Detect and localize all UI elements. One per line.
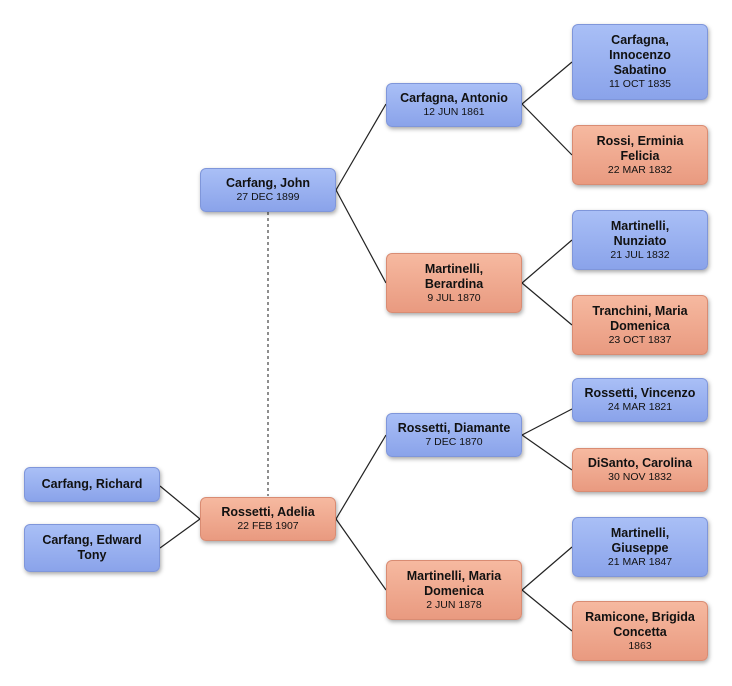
person-rossetti-adelia[interactable]: Rossetti, Adelia 22 FEB 1907 [200, 497, 336, 541]
person-name: Tranchini, Maria Domenica [592, 303, 688, 333]
person-date: 22 FEB 1907 [237, 520, 299, 532]
person-date: 9 JUL 1870 [427, 291, 481, 304]
person-date: 1863 [628, 639, 652, 652]
person-date: 12 JUN 1861 [423, 106, 485, 118]
person-date: 24 MAR 1821 [607, 401, 673, 413]
person-martinelli-giuseppe[interactable]: Martinelli, Giuseppe 21 MAR 1847 [572, 517, 708, 577]
person-date: 23 OCT 1837 [608, 333, 672, 346]
person-ramicone-brigida-concetta[interactable]: Ramicone, Brigida Concetta 1863 [572, 601, 708, 661]
person-name: Martinelli, Nunziato [610, 218, 670, 248]
person-martinelli-berardina[interactable]: Martinelli, Berardina 9 JUL 1870 [386, 253, 522, 313]
person-martinelli-maria-domenica[interactable]: Martinelli, Maria Domenica 2 JUN 1878 [386, 560, 522, 620]
person-date: 27 DEC 1899 [236, 191, 300, 203]
person-martinelli-nunziato[interactable]: Martinelli, Nunziato 21 JUL 1832 [572, 210, 708, 270]
person-name: DiSanto, Carolina [587, 456, 693, 470]
person-carfang-edward-tony[interactable]: Carfang, Edward Tony [24, 524, 160, 572]
person-name: Carfagna, Antonio [400, 91, 508, 105]
person-name: Rossi, Erminia Felicia [596, 133, 684, 163]
person-date: 2 JUN 1878 [426, 598, 482, 611]
person-tranchini-maria-domenica[interactable]: Tranchini, Maria Domenica 23 OCT 1837 [572, 295, 708, 355]
person-name: Carfagna, Innocenzo Sabatino [609, 33, 671, 77]
person-date: 22 MAR 1832 [607, 163, 673, 176]
person-carfagna-innocenzo-sabatino[interactable]: Carfagna, Innocenzo Sabatino 11 OCT 1835 [572, 24, 708, 100]
person-date: 21 JUL 1832 [610, 248, 670, 261]
person-rossetti-diamante[interactable]: Rossetti, Diamante 7 DEC 1870 [386, 413, 522, 457]
person-date: 11 OCT 1835 [608, 78, 672, 90]
person-rossi-erminia-felicia[interactable]: Rossi, Erminia Felicia 22 MAR 1832 [572, 125, 708, 185]
person-carfagna-antonio[interactable]: Carfagna, Antonio 12 JUN 1861 [386, 83, 522, 127]
person-date: 21 MAR 1847 [607, 555, 673, 568]
person-date: 7 DEC 1870 [425, 436, 483, 448]
person-rossetti-vincenzo[interactable]: Rossetti, Vincenzo 24 MAR 1821 [572, 378, 708, 422]
person-carfang-richard[interactable]: Carfang, Richard [24, 467, 160, 502]
person-name: Carfang, Richard [41, 477, 143, 491]
person-name: Ramicone, Brigida Concetta [585, 609, 695, 639]
person-name: Carfang, John [225, 176, 311, 190]
person-name: Rossetti, Diamante [397, 421, 511, 435]
person-carfang-john[interactable]: Carfang, John 27 DEC 1899 [200, 168, 336, 212]
person-name: Rossetti, Adelia [221, 505, 315, 519]
person-name: Carfang, Edward Tony [42, 533, 142, 562]
person-name: Rossetti, Vincenzo [584, 386, 696, 400]
person-name: Martinelli, Maria Domenica [406, 568, 502, 598]
person-name: Martinelli, Berardina [424, 261, 484, 291]
person-name: Martinelli, Giuseppe [610, 525, 670, 555]
person-disanto-carolina[interactable]: DiSanto, Carolina 30 NOV 1832 [572, 448, 708, 492]
person-date: 30 NOV 1832 [608, 471, 672, 483]
